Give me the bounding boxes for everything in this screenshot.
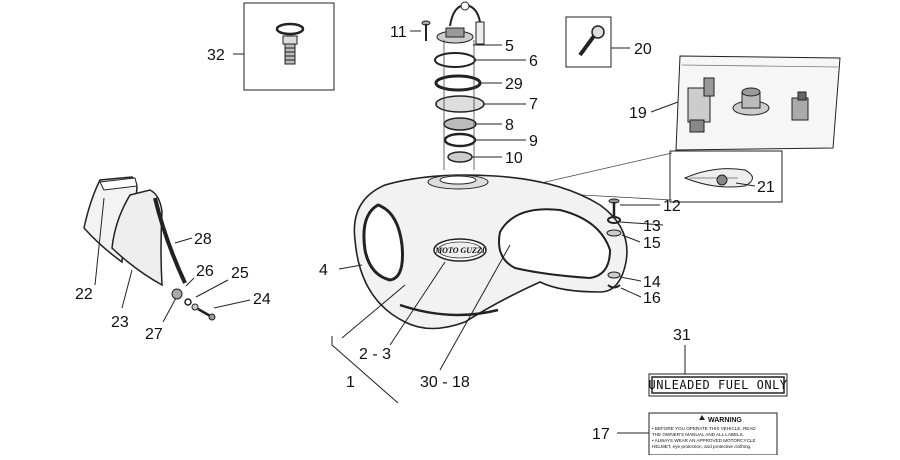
callout-7: 7 [529, 96, 538, 113]
filler-cap-stack [434, 1, 485, 170]
fuel-sticker-31: UNLEADED FUEL ONLY [648, 373, 788, 397]
warning-line-3: • ALWAYS WEAR AN APPROVED MOTORCYCLE [652, 438, 756, 443]
fuel-tank: MOTO GUZZI [353, 174, 628, 330]
callout-16: 16 [643, 290, 661, 307]
callout-26: 26 [196, 263, 214, 280]
warning-line-1: • BEFORE YOU OPERATE THIS VEHICLE, READ [652, 426, 756, 431]
callout-2-3: 2 - 3 [359, 346, 391, 363]
warning-title: WARNING [708, 417, 742, 424]
callout-30-18: 30 - 18 [420, 374, 470, 391]
callout-23: 23 [111, 314, 129, 331]
part-20-box [565, 16, 612, 68]
callout-27: 27 [145, 326, 163, 343]
callout-10: 10 [505, 150, 523, 167]
warning-line-2: THE OWNER'S MANUAL AND ALL LABELS. [652, 432, 744, 437]
warning-label-17: WARNING • BEFORE YOU OPERATE THIS VEHICL… [648, 412, 778, 456]
callout-24: 24 [253, 291, 271, 308]
callout-8: 8 [505, 117, 514, 134]
callout-1: 1 [346, 374, 355, 391]
part-32-box [243, 2, 335, 91]
callout-19: 19 [629, 105, 647, 122]
part-11-screw [421, 20, 431, 41]
callout-22: 22 [75, 286, 93, 303]
callout-15: 15 [643, 235, 661, 252]
callout-21: 21 [757, 179, 775, 196]
fuel-sticker-text: UNLEADED FUEL ONLY [648, 378, 787, 392]
callout-9: 9 [529, 133, 538, 150]
callout-28: 28 [194, 231, 212, 248]
part-21-box [669, 150, 783, 203]
callout-25: 25 [231, 265, 249, 282]
warning-line-4: HELMET, eye protection, and protective c… [652, 444, 751, 449]
callout-29: 29 [505, 76, 523, 93]
cover-fasteners [171, 288, 216, 321]
callout-13: 13 [643, 218, 661, 235]
side-covers [83, 176, 187, 287]
callout-12: 12 [663, 198, 681, 215]
callout-11: 11 [390, 24, 407, 41]
callout-labels: 32 11 5 6 29 7 8 9 10 20 19 21 12 13 15 … [75, 24, 775, 443]
callout-5: 5 [505, 38, 514, 55]
callout-32: 32 [207, 47, 225, 64]
tank-badge-text: MOTO GUZZI [434, 246, 486, 255]
callout-31: 31 [673, 327, 691, 344]
callout-20: 20 [634, 41, 652, 58]
mount-hardware [606, 198, 622, 289]
callout-6: 6 [529, 53, 538, 70]
callout-4: 4 [319, 262, 328, 279]
callout-17: 17 [592, 426, 610, 443]
part-19-bag [675, 55, 841, 151]
callout-14: 14 [643, 274, 661, 291]
